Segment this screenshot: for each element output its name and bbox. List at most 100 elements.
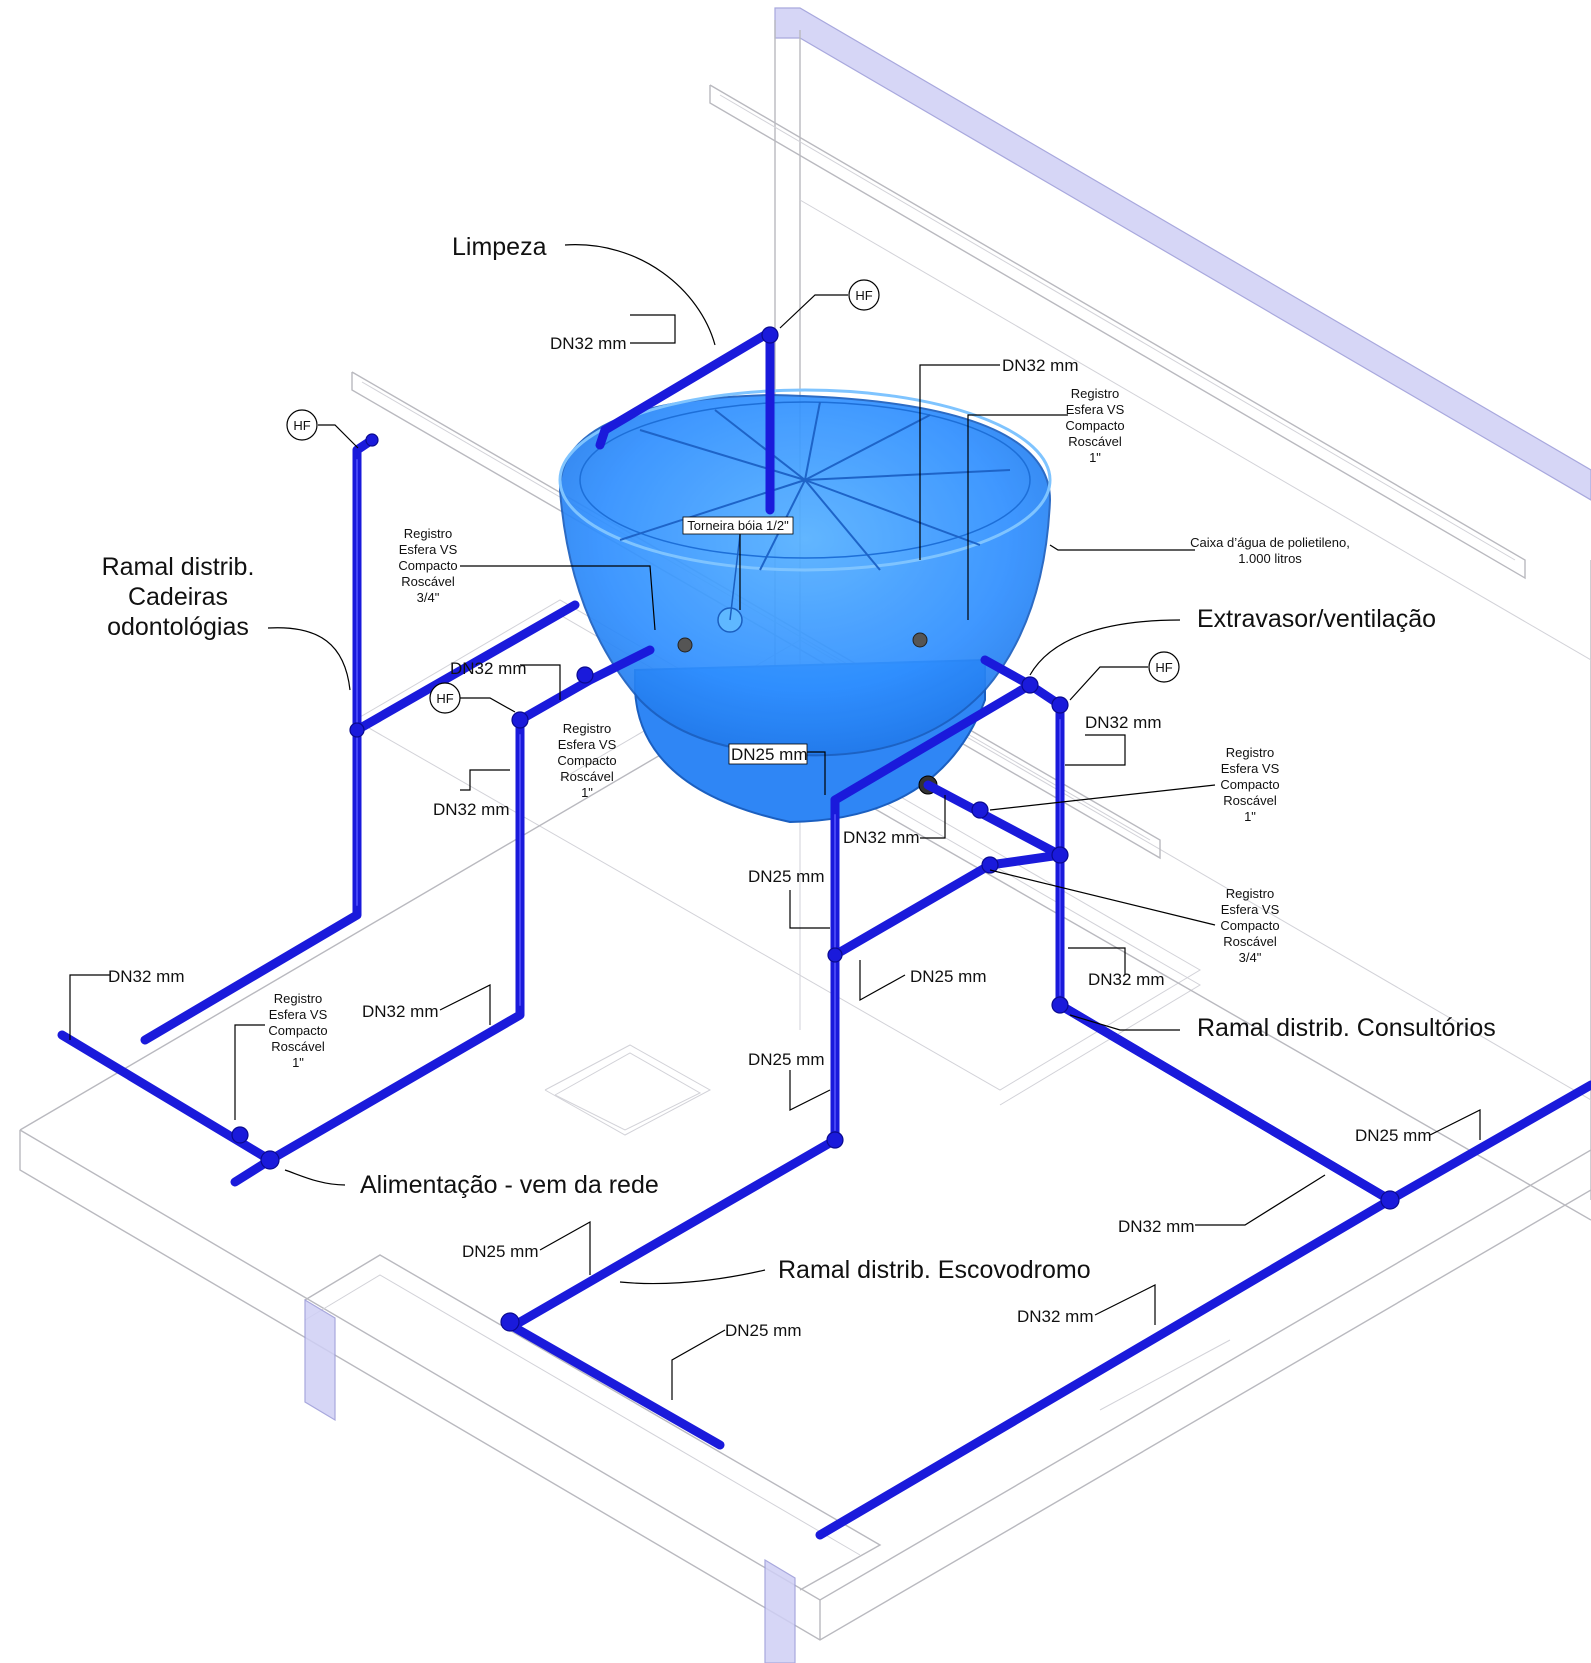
leader-dn25-right bbox=[1429, 1109, 1481, 1140]
hf-markers: HF HF HF HF bbox=[286, 279, 1180, 714]
dimension-labels: DN32 mm DN32 mm DN32 mm DN32 mm DN32 mm … bbox=[108, 334, 1432, 1340]
label-caixa-2: 1.000 litros bbox=[1238, 551, 1302, 566]
torneira-box bbox=[682, 516, 794, 535]
leader-dn32-left bbox=[460, 769, 510, 791]
reg-text: Roscável bbox=[1068, 434, 1122, 449]
reg-text: Esfera VS bbox=[1221, 902, 1280, 917]
tee-fitting bbox=[1021, 676, 1039, 694]
beam-lower bbox=[304, 1254, 882, 1591]
reg-text: Roscável bbox=[1223, 793, 1277, 808]
column-left bbox=[304, 1298, 336, 1422]
reg-text: Esfera VS bbox=[558, 737, 617, 752]
labels-large: Limpeza Ramal distrib. Cadeiras odontoló… bbox=[102, 233, 1496, 1284]
leader-caixa bbox=[1049, 544, 1195, 551]
tee-fitting bbox=[349, 722, 365, 738]
dim-dn32-cadeiras: DN32 mm bbox=[450, 659, 527, 678]
pipe-escovodromo bbox=[500, 1317, 725, 1450]
leader-dn25-mid bbox=[859, 960, 906, 1002]
leader-reg-right-1 bbox=[989, 784, 1216, 811]
float-arm bbox=[729, 534, 741, 621]
dim-dn25-right: DN25 mm bbox=[1355, 1126, 1432, 1145]
leader-consultorios bbox=[1069, 1014, 1180, 1031]
leader-alimentacao bbox=[284, 1169, 346, 1186]
reg-text: Roscável bbox=[271, 1039, 325, 1054]
floor-hatch-inner bbox=[554, 1052, 702, 1131]
reg-text: Registro bbox=[274, 991, 322, 1006]
leader-dn32-consult bbox=[1195, 1174, 1326, 1226]
dim-dn32-limpeza: DN32 mm bbox=[550, 334, 627, 353]
pipe-ventilacao-link bbox=[830, 680, 1035, 805]
dim-dn25-tank: DN25 mm bbox=[731, 745, 808, 764]
leader-dn32-top bbox=[919, 364, 1000, 560]
building-structure bbox=[19, 7, 1591, 1663]
label-ramal-escovodromo: Ramal distrib. Escovodromo bbox=[778, 1256, 1091, 1284]
pipe-limpeza-stub bbox=[595, 425, 610, 450]
tank-rim bbox=[558, 388, 1052, 572]
reg-text: 3/4" bbox=[417, 590, 440, 605]
valve-fitting bbox=[981, 856, 999, 874]
elbow-fitting bbox=[1051, 996, 1069, 1014]
dim-dn25-center: DN25 mm bbox=[748, 867, 825, 886]
hf-text: HF bbox=[855, 288, 872, 303]
tee-fitting bbox=[260, 1150, 280, 1170]
dim-dn32-front-right: DN32 mm bbox=[1017, 1307, 1094, 1326]
label-limpeza: Limpeza bbox=[452, 233, 547, 261]
dim-dn32-center: DN32 mm bbox=[843, 828, 920, 847]
leader-limpeza bbox=[564, 244, 716, 346]
tee-fitting bbox=[827, 947, 843, 963]
elbow-fitting bbox=[511, 711, 529, 729]
elbow-fitting bbox=[1051, 696, 1069, 714]
registro-left-34: Registro Esfera VS Compacto Roscável 3/4… bbox=[398, 526, 457, 605]
dim-dn32-consult: DN32 mm bbox=[1118, 1217, 1195, 1236]
leader-lines bbox=[69, 244, 1481, 1400]
reg-text: Registro bbox=[404, 526, 452, 541]
elbow-fitting bbox=[365, 433, 379, 447]
dim-dn25-escov: DN25 mm bbox=[462, 1242, 539, 1261]
water-tank bbox=[558, 388, 1052, 824]
leader-reg-left bbox=[460, 565, 656, 631]
valve-fitting bbox=[971, 801, 989, 819]
beam-lower-edge bbox=[304, 1274, 861, 1556]
tee-fitting bbox=[1051, 846, 1069, 864]
leader-hf-top bbox=[779, 294, 848, 329]
leader-dn32-lower bbox=[1068, 947, 1126, 975]
elbow-fitting bbox=[826, 1131, 844, 1149]
pipe-ramal-cadeiras bbox=[140, 435, 377, 1045]
elbow-fitting bbox=[761, 326, 779, 344]
dim-dn32-alim: DN32 mm bbox=[108, 967, 185, 986]
tee-fitting bbox=[1380, 1190, 1400, 1210]
tank-rim-inner bbox=[579, 401, 1031, 559]
elbow-fitting bbox=[500, 1312, 520, 1332]
dim-dn32-front: DN32 mm bbox=[362, 1002, 439, 1021]
leader-reg-right-34 bbox=[989, 869, 1216, 926]
leader-dn25-lower bbox=[789, 1070, 831, 1111]
hf-text: HF bbox=[293, 418, 310, 433]
reg-text: Esfera VS bbox=[1221, 761, 1280, 776]
hf-text: HF bbox=[1155, 660, 1172, 675]
reg-text: Esfera VS bbox=[269, 1007, 328, 1022]
hf-marker-left: HF bbox=[286, 409, 318, 441]
reg-text: Registro bbox=[1226, 745, 1274, 760]
registro-right-1: Registro Esfera VS Compacto Roscável 1" bbox=[1220, 745, 1279, 824]
pipe-cadeiras-branch bbox=[352, 600, 580, 735]
label-alimentacao: Alimentação - vem da rede bbox=[360, 1171, 659, 1199]
reg-text: Roscável bbox=[560, 769, 614, 784]
hf-marker-center: HF bbox=[429, 682, 461, 714]
reg-text: Compacto bbox=[398, 558, 457, 573]
leader-dn32-front-right bbox=[1094, 1284, 1156, 1325]
valve-fitting bbox=[231, 1126, 249, 1144]
reg-text: Compacto bbox=[1220, 777, 1279, 792]
reg-text: 1" bbox=[581, 785, 593, 800]
leader-dn32-front bbox=[439, 984, 491, 1025]
tank-outlet-right bbox=[912, 632, 928, 648]
valve-notes: Registro Esfera VS Compacto Roscável 1" … bbox=[268, 386, 1279, 1070]
wall-line-1 bbox=[799, 199, 1591, 661]
reg-text: Roscável bbox=[1223, 934, 1277, 949]
label-ramal-cadeiras-2: Cadeiras bbox=[128, 583, 228, 611]
registro-right-34: Registro Esfera VS Compacto Roscável 3/4… bbox=[1220, 886, 1279, 965]
leader-hf-left bbox=[318, 424, 359, 449]
reg-text: Compacto bbox=[557, 753, 616, 768]
leader-escovodromo bbox=[619, 1269, 766, 1285]
leader-dn25-escov bbox=[539, 1220, 591, 1275]
